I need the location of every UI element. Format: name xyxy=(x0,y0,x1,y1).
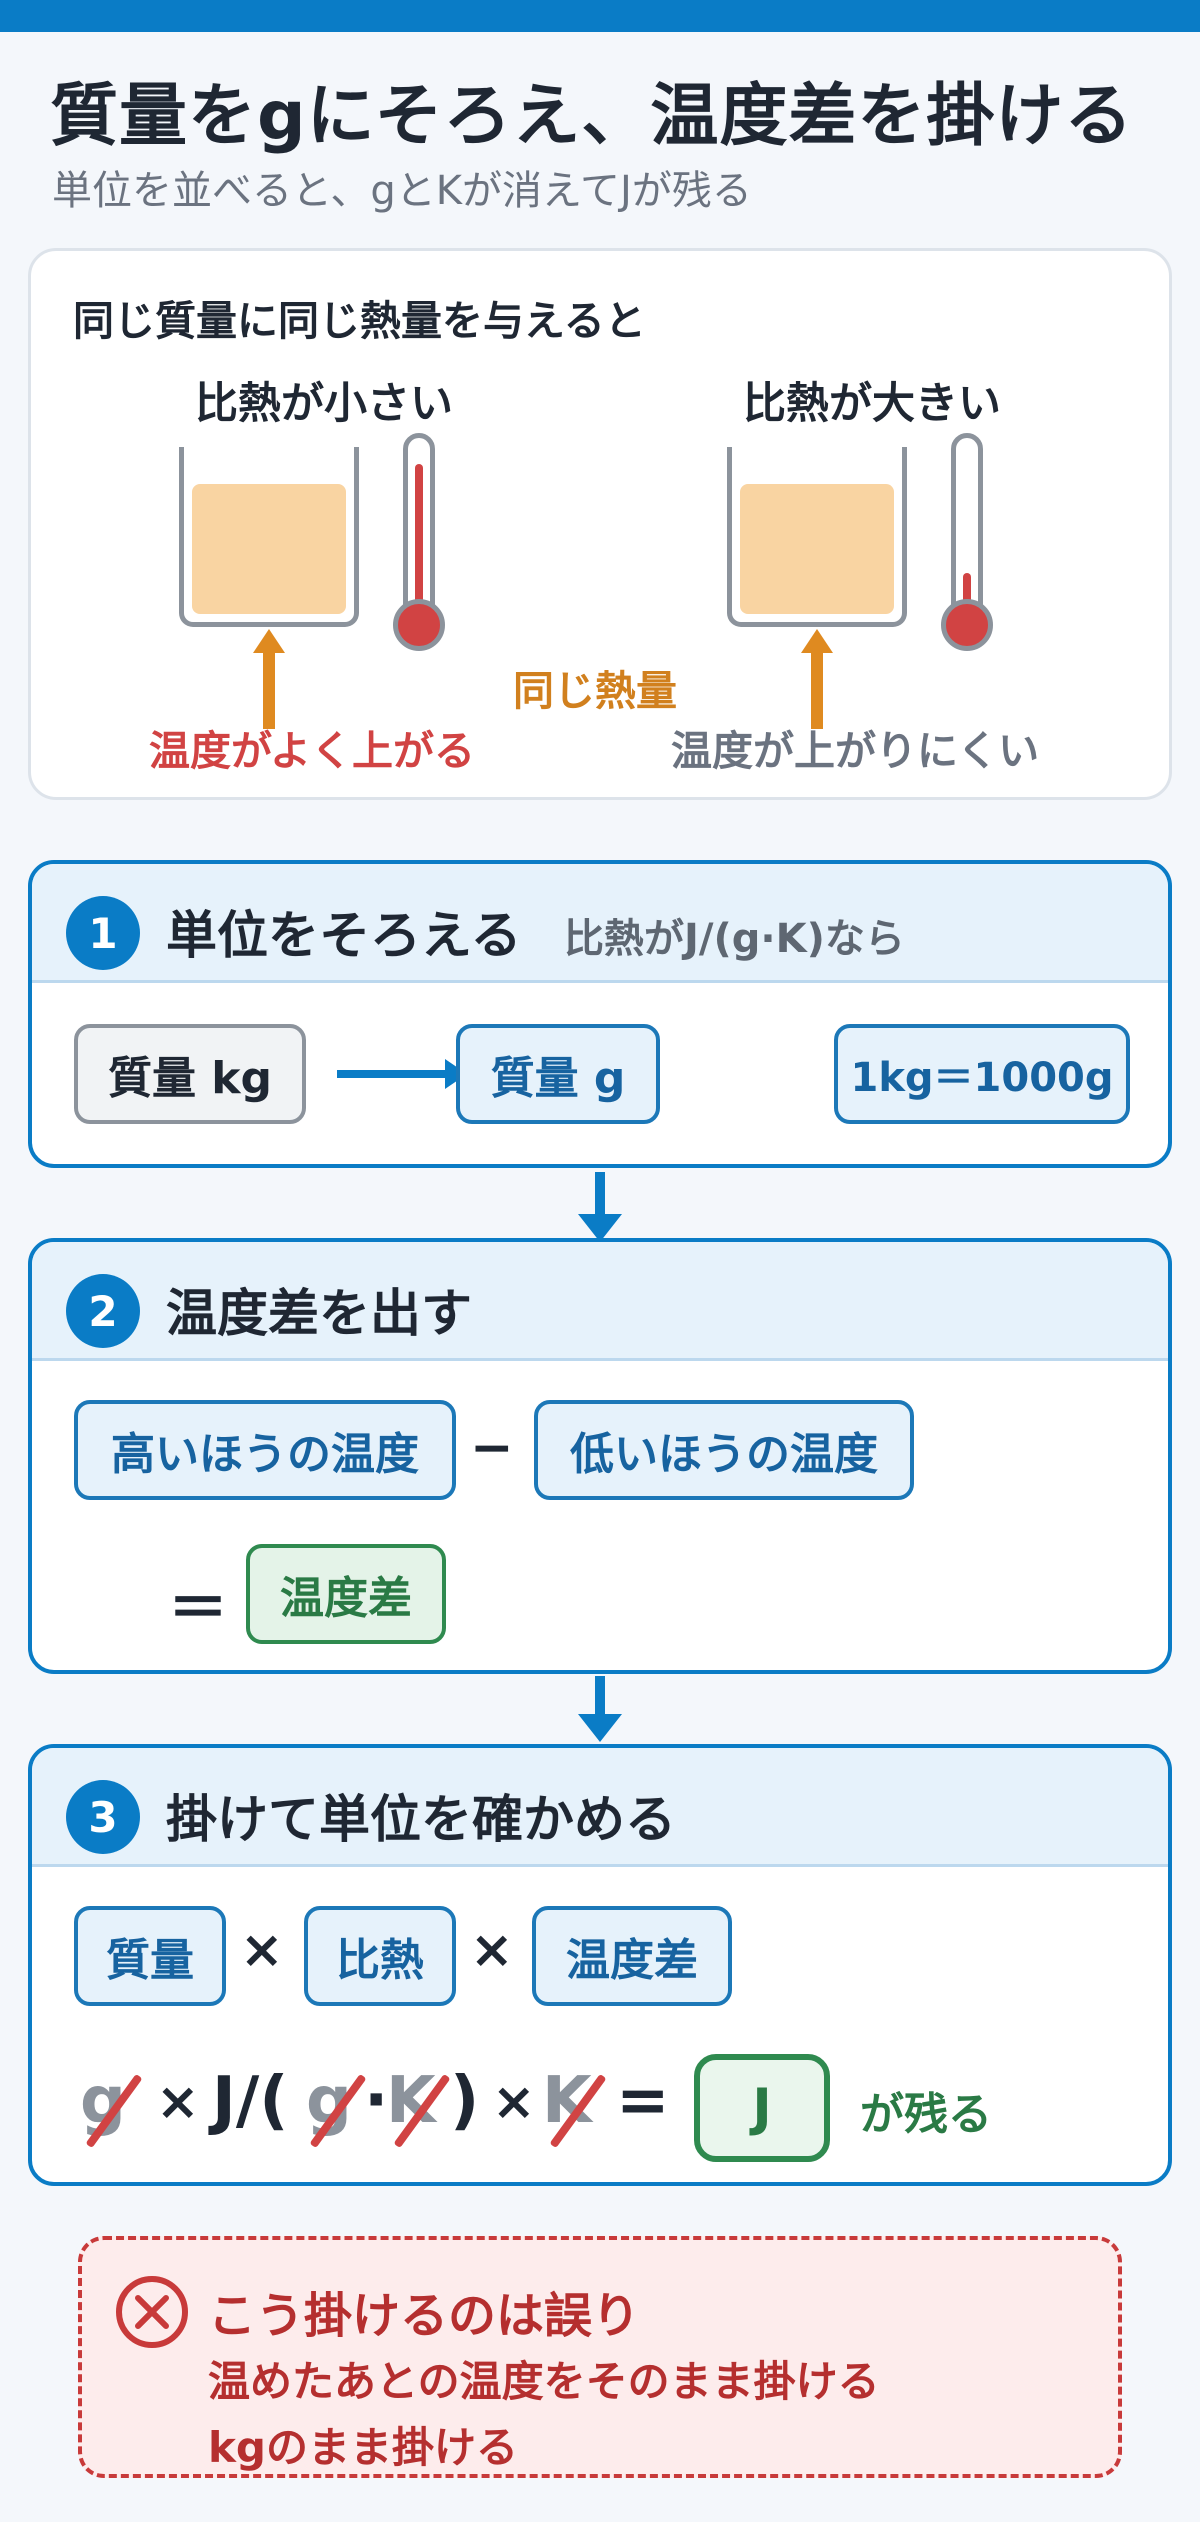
warning-item: kgのまま掛ける xyxy=(208,2423,518,2472)
unit-dot: · xyxy=(364,2064,389,2138)
temperature-difference-box: 温度差 xyxy=(246,1544,446,1644)
step-1-note: 比熱がJ/(g·K)なら xyxy=(564,916,905,962)
beaker-icon xyxy=(727,447,907,627)
liquid-icon xyxy=(192,484,346,614)
down-arrow-icon xyxy=(578,1676,622,1742)
times-sign: × xyxy=(240,1920,284,1980)
heat-up-arrow-icon xyxy=(253,629,285,729)
unit-j-open: J/( xyxy=(212,2064,289,2138)
low-temperature-box: 低いほうの温度 xyxy=(534,1400,914,1500)
high-temperature-box: 高いほうの温度 xyxy=(74,1400,456,1500)
warning-item: 温めたあとの温度をそのまま掛ける xyxy=(208,2357,880,2406)
step-2-title: 温度差を出す xyxy=(166,1285,473,1344)
step-2-card: 2 温度差を出す 高いほうの温度 − 低いほうの温度 ＝ 温度差 xyxy=(28,1238,1172,1674)
step-2-header: 2 温度差を出す xyxy=(32,1242,1168,1361)
step-1-card: 1 単位をそろえる 比熱がJ/(g·K)なら 質量 kg 質量 g 1kg＝10… xyxy=(28,860,1172,1168)
conversion-box: 1kg＝1000g xyxy=(834,1024,1130,1124)
right-result-text: 温度が上がりにくい xyxy=(671,727,1040,775)
step-number-badge: 2 xyxy=(66,1274,140,1348)
right-arrow-icon xyxy=(337,1059,467,1089)
beaker-icon xyxy=(179,447,359,627)
step-number-badge: 3 xyxy=(66,1780,140,1854)
page-subtitle: 単位を並べると、gとKが消えてJが残る xyxy=(52,168,752,214)
left-result-text: 温度がよく上がる xyxy=(149,727,475,775)
thermometer-bulb-icon xyxy=(941,599,993,651)
warning-title: こう掛けるのは誤り xyxy=(208,2288,641,2344)
joule-result-box: J xyxy=(694,2054,830,2162)
unit-equals-sign: = xyxy=(616,2064,670,2138)
equals-sign: ＝ xyxy=(168,1574,228,1644)
step-3-card: 3 掛けて単位を確かめる 質量 × 比熱 × 温度差 g × J/( g · K… xyxy=(28,1744,1172,2186)
thermometer-level xyxy=(415,464,423,624)
high-specific-heat-label: 比熱が大きい xyxy=(743,379,1001,429)
minus-sign: − xyxy=(470,1418,514,1478)
step-3-title: 掛けて単位を確かめる xyxy=(166,1791,677,1850)
unit-times-sign: × xyxy=(492,2072,536,2132)
unit-times-sign: × xyxy=(156,2072,200,2132)
thermometer-level xyxy=(963,573,971,624)
warning-card: こう掛けるのは誤り 温めたあとの温度をそのまま掛ける kgのまま掛ける xyxy=(78,2236,1122,2478)
mass-box: 質量 xyxy=(74,1906,226,2006)
unit-close: ) xyxy=(450,2064,480,2138)
top-accent-bar xyxy=(0,0,1200,32)
specific-heat-box: 比熱 xyxy=(304,1906,456,2006)
mass-g-box: 質量 g xyxy=(456,1024,660,1124)
down-arrow-icon xyxy=(578,1172,622,1242)
heat-up-arrow-icon xyxy=(801,629,833,729)
step-1-title: 単位をそろえる xyxy=(166,907,522,966)
step-number-badge: 1 xyxy=(66,896,140,970)
intro-card: 同じ質量に同じ熱量を与えると 比熱が小さい 比熱が大きい 同じ熱量 温度がよく上… xyxy=(28,248,1172,800)
times-sign: × xyxy=(470,1920,514,1980)
thermometer-bulb-icon xyxy=(393,599,445,651)
remains-label: が残る xyxy=(860,2089,992,2140)
mass-kg-box: 質量 kg xyxy=(74,1024,306,1124)
liquid-icon xyxy=(740,484,894,614)
page-title: 質量をgにそろえ、温度差を掛ける xyxy=(50,77,1134,156)
same-heat-label: 同じ熱量 xyxy=(513,667,677,715)
intro-title: 同じ質量に同じ熱量を与えると xyxy=(73,297,646,345)
step-3-header: 3 掛けて単位を確かめる xyxy=(32,1748,1168,1867)
temperature-difference-box: 温度差 xyxy=(532,1906,732,2006)
low-specific-heat-label: 比熱が小さい xyxy=(195,379,453,429)
step-1-header: 1 単位をそろえる 比熱がJ/(g·K)なら xyxy=(32,864,1168,983)
error-x-icon xyxy=(116,2276,188,2348)
